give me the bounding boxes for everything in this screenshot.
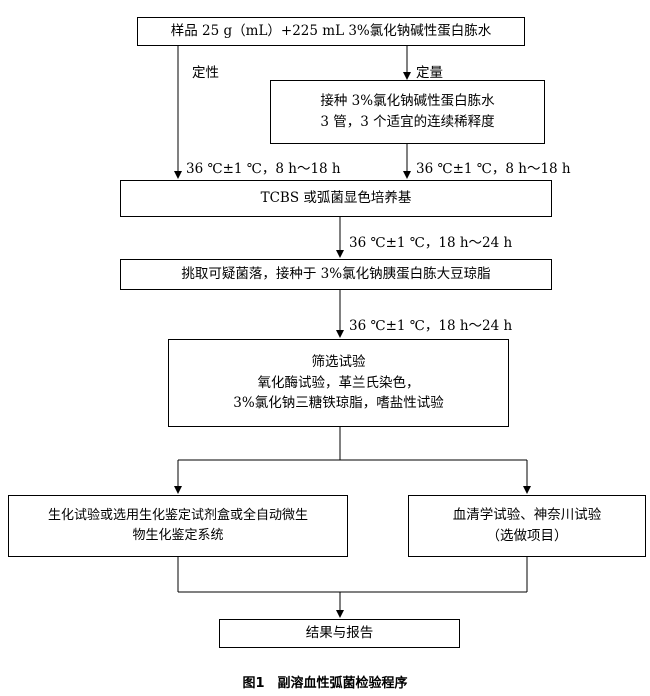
node-biochem: 生化试验或选用生化鉴定试剂盒或全自动微生 物生化鉴定系统	[8, 495, 348, 557]
node-screen-line1: 筛选试验	[311, 353, 366, 370]
node-pick: 挑取可疑菌落，接种于 3%氯化钠胰蛋白胨大豆琼脂	[120, 259, 552, 290]
figure-caption: 图1 副溶血性弧菌检验程序	[242, 676, 408, 691]
node-serum-line1: 血清学试验、神奈川试验	[452, 507, 602, 524]
node-tcbs: TCBS 或弧菌显色培养基	[120, 180, 552, 217]
node-screen: 筛选试验 氧化酶试验，革兰氏染色， 3%氯化钠三糖铁琼脂，嗜盐性试验	[168, 339, 509, 427]
node-sample: 样品 25 g（mL）+225 mL 3%氯化钠碱性蛋白胨水	[137, 17, 525, 46]
label-quantitative: 定量	[416, 65, 443, 81]
node-inoculate-line1: 接种 3%氯化钠碱性蛋白胨水	[320, 93, 495, 110]
node-serum-line2: （选做项目）	[486, 528, 568, 544]
label-incubate-right: 36 ℃±1 ℃，8 h～18 h	[416, 161, 571, 177]
node-inoculate-line2: 3 管，3 个适宜的连续稀释度	[320, 114, 495, 130]
node-serum: 血清学试验、神奈川试验 （选做项目）	[408, 495, 646, 557]
node-sample-text: 样品 25 g（mL）+225 mL 3%氯化钠碱性蛋白胨水	[170, 23, 492, 40]
label-incubate-3: 36 ℃±1 ℃，18 h～24 h	[349, 318, 513, 334]
node-result-text: 结果与报告	[305, 625, 374, 642]
node-inoculate: 接种 3%氯化钠碱性蛋白胨水 3 管，3 个适宜的连续稀释度	[270, 80, 545, 144]
label-incubate-2: 36 ℃±1 ℃，18 h～24 h	[349, 235, 513, 251]
node-screen-line3: 3%氯化钠三糖铁琼脂，嗜盐性试验	[233, 395, 444, 412]
node-pick-text: 挑取可疑菌落，接种于 3%氯化钠胰蛋白胨大豆琼脂	[181, 266, 491, 283]
node-biochem-line2: 物生化鉴定系统	[132, 528, 224, 543]
node-tcbs-text: TCBS 或弧菌显色培养基	[260, 190, 412, 207]
node-screen-line2: 氧化酶试验，革兰氏染色，	[257, 374, 420, 391]
node-result: 结果与报告	[219, 619, 460, 648]
node-biochem-line1: 生化试验或选用生化鉴定试剂盒或全自动微生	[47, 507, 308, 523]
label-incubate-left: 36 ℃±1 ℃，8 h～18 h	[186, 161, 341, 177]
label-qualitative: 定性	[192, 65, 219, 81]
